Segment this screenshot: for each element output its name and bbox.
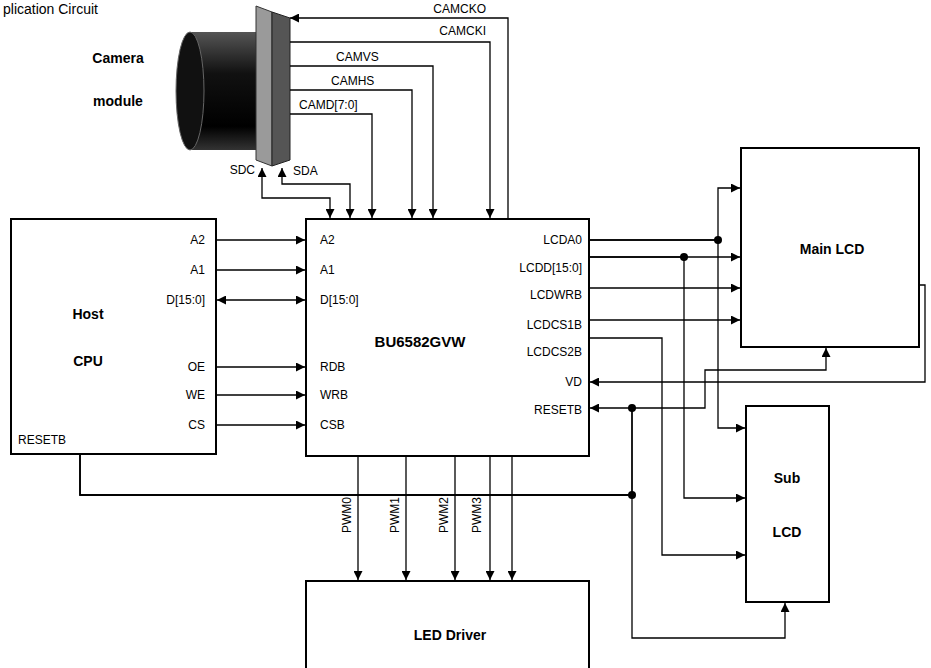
junction-dots — [628, 236, 722, 499]
node-label: LED Driver — [414, 626, 486, 644]
signal-wire — [357, 457, 358, 580]
signal-name: CAMVS — [335, 50, 380, 64]
signal-name: CAMCKI — [438, 24, 487, 38]
signal-wire — [590, 287, 740, 288]
signal-wire — [290, 114, 372, 218]
controller-chip: BU6582GVW — [305, 218, 590, 457]
pin-name: RDB — [320, 360, 345, 374]
node-label: Main LCD — [800, 240, 865, 258]
pin-name: WE — [186, 388, 205, 402]
signal-wire — [80, 455, 785, 638]
signal-wire — [590, 240, 745, 428]
signal-wire — [290, 42, 490, 218]
diagram-title: plication Circuit — [3, 2, 98, 16]
signal-wire — [590, 257, 745, 498]
signal-name: PWM2 — [437, 496, 451, 534]
camera-body-front — [256, 6, 272, 166]
pin-name: A2 — [190, 233, 205, 247]
signal-wire — [217, 269, 305, 270]
pin-name: A1 — [320, 263, 335, 277]
pin-name: WRB — [320, 388, 348, 402]
signal-name: CAMD[7:0] — [298, 98, 359, 112]
led-driver-box: LED Driver — [305, 580, 590, 668]
pin-name: CS — [188, 418, 205, 432]
signal-wire — [217, 424, 305, 425]
signal-name: SDA — [292, 164, 319, 178]
node-label: Host CPU — [63, 291, 113, 385]
signal-name: CAMHS — [330, 74, 375, 88]
signal-wire — [590, 188, 740, 240]
signal-wire — [290, 18, 508, 218]
signal-wire — [290, 90, 412, 218]
pin-name: A1 — [190, 263, 205, 277]
signal-wire — [489, 457, 490, 580]
signal-wire — [217, 239, 305, 240]
pin-name: LCDA0 — [543, 233, 582, 247]
signal-name: PWM0 — [340, 496, 354, 534]
pin-name: LCDCS2B — [527, 345, 582, 359]
signal-wire — [590, 319, 740, 320]
main-lcd-box: Main LCD — [740, 147, 920, 348]
signal-wire — [80, 348, 826, 495]
signal-name: PWM3 — [470, 496, 484, 534]
sub-lcd-box: Sub LCD — [745, 405, 830, 603]
node-label: Sub LCD — [767, 451, 807, 559]
pin-name: LCDWRB — [530, 288, 582, 302]
pin-name: RESETB — [534, 403, 582, 417]
pin-name: A2 — [320, 233, 335, 247]
signal-wire — [217, 394, 305, 395]
pin-name: CSB — [320, 418, 345, 432]
signal-wire — [80, 408, 632, 495]
signal-name: SDC — [229, 163, 256, 177]
signal-wire — [590, 285, 925, 382]
camera-module: Camera module — [80, 8, 290, 168]
host-cpu-box: Host CPU — [10, 218, 217, 455]
pin-name: VD — [565, 375, 582, 389]
signal-wire — [454, 457, 455, 580]
lens-front — [176, 32, 204, 150]
signal-wire — [511, 457, 512, 580]
signal-name: CAMCKO — [432, 2, 487, 16]
signal-wire — [590, 338, 745, 555]
signal-wire — [405, 457, 406, 580]
node-label: Camera module — [83, 37, 153, 123]
signal-wire — [217, 299, 305, 300]
camera-body-side — [272, 12, 290, 166]
pin-name: LCDD[15:0] — [519, 261, 582, 275]
pin-name: D[15:0] — [320, 293, 359, 307]
pin-name: RESETB — [18, 433, 66, 447]
signal-wire — [290, 66, 433, 218]
signal-wire — [217, 366, 305, 367]
pin-name: OE — [188, 360, 205, 374]
pin-name: D[15:0] — [166, 293, 205, 307]
node-label: BU6582GVW — [375, 333, 466, 351]
signal-name: PWM1 — [388, 496, 402, 534]
pin-name: LCDCS1B — [527, 318, 582, 332]
